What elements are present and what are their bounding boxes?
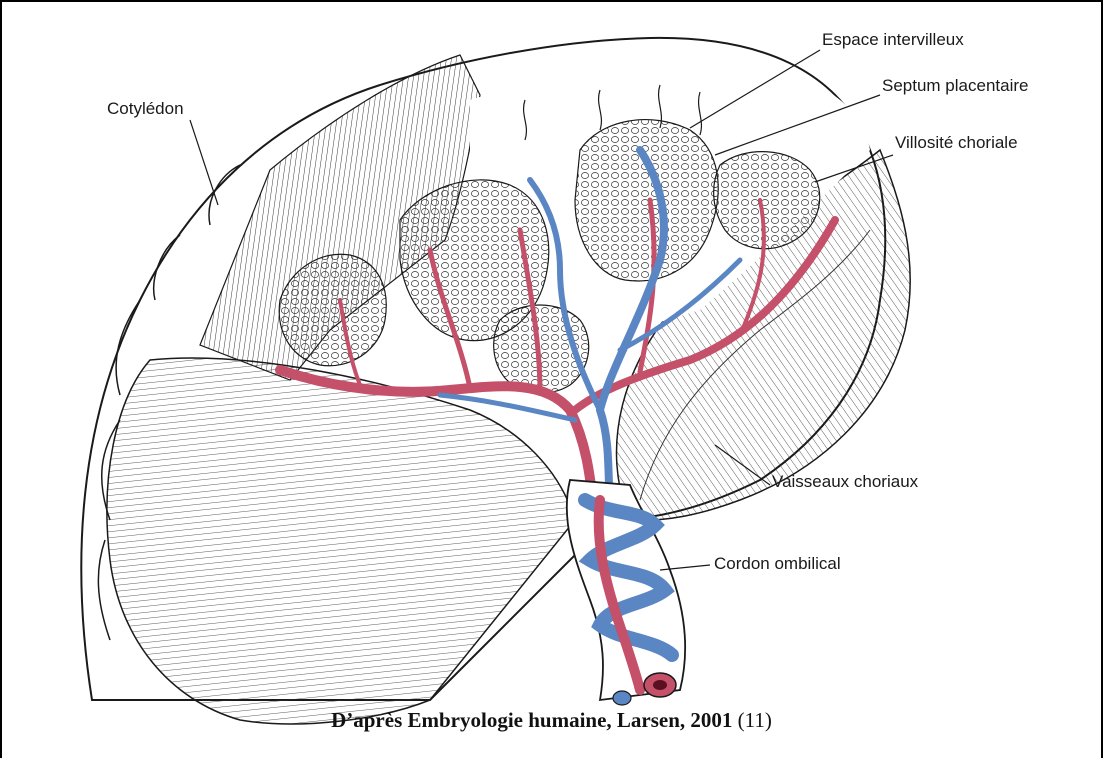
figure-caption: D’après Embryologie humaine, Larsen, 200…	[0, 708, 1103, 733]
label-villosite-choriale: Villosité choriale	[895, 133, 1018, 153]
label-vaisseaux-choriaux: Vaisseaux choriaux	[772, 472, 918, 492]
label-espace-intervilleux: Espace intervilleux	[822, 30, 964, 50]
label-cotyledon: Cotylédon	[107, 99, 184, 119]
label-septum-placentaire: Septum placentaire	[882, 76, 1028, 96]
villous-cluster-4	[714, 152, 820, 249]
caption-ref: (11)	[738, 708, 772, 732]
cord-vein-section	[613, 691, 631, 705]
label-cordon-ombilical: Cordon ombilical	[714, 554, 841, 574]
caption-source: D’après Embryologie humaine, Larsen, 200…	[331, 708, 732, 732]
